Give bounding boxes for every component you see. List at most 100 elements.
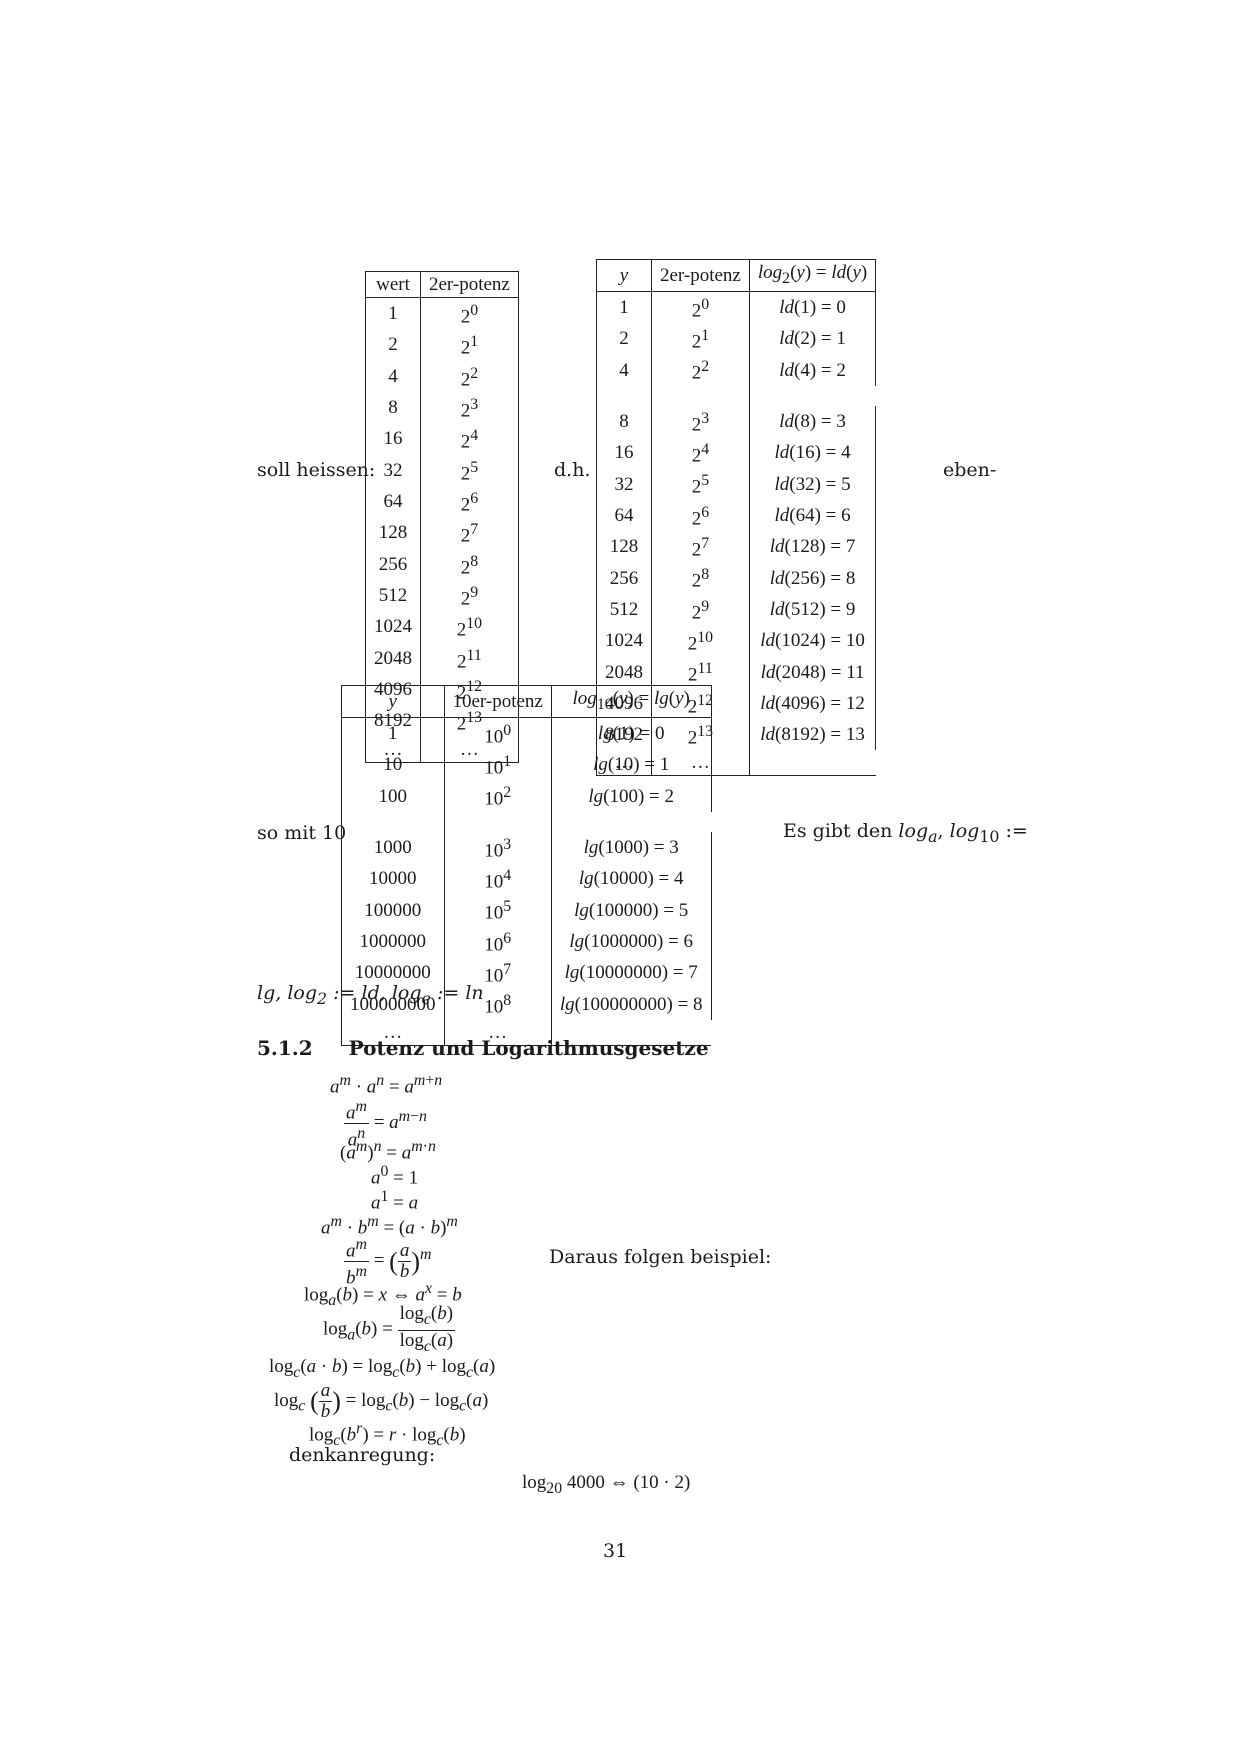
eq-power: (am)n = am·n bbox=[340, 1138, 436, 1164]
cell-power: 102 bbox=[444, 780, 552, 812]
eq-final: log20 4000 ⇔ (10 · 2) bbox=[522, 1472, 691, 1497]
section-number: 5.1.2 bbox=[257, 1036, 313, 1060]
cell-power: 101 bbox=[444, 749, 552, 781]
label-denkanregung: denkanregung: bbox=[289, 1444, 436, 1466]
cell-value: 32 bbox=[365, 454, 421, 486]
cell-lg: lg(10000) = 4 bbox=[550, 863, 712, 895]
cell-lg bbox=[550, 1019, 712, 1046]
cell-value: 4 bbox=[365, 360, 421, 392]
cell-power: 22 bbox=[420, 360, 519, 392]
cell-power: 211 bbox=[651, 656, 750, 688]
page-number: 31 bbox=[603, 1540, 628, 1562]
cell-ld: ld(1) = 0 bbox=[749, 291, 877, 324]
cell-value: 256 bbox=[365, 548, 421, 580]
eq-product: am · an = am+n bbox=[330, 1072, 443, 1098]
cell-power: 20 bbox=[420, 297, 519, 330]
cell-ld: ld(2) = 1 bbox=[749, 323, 877, 355]
cell-value: 1 bbox=[365, 297, 421, 330]
cell-ld: ld(4) = 2 bbox=[749, 354, 877, 386]
col-header-2er-potenz: 2er-potenz bbox=[420, 271, 519, 298]
cell-power: 22 bbox=[651, 354, 750, 386]
cell-power: 26 bbox=[420, 485, 519, 518]
cell-y: 2 bbox=[596, 323, 652, 355]
cell-power: 104 bbox=[444, 863, 552, 895]
cell-y: 4 bbox=[596, 354, 652, 386]
cell-ld: ld(8192) = 13 bbox=[748, 719, 877, 751]
eq-product-base: am · bm = (a · b)m bbox=[321, 1213, 458, 1239]
cell-ld: ld(8) = 3 bbox=[748, 405, 877, 438]
cell-y: 1024 bbox=[596, 625, 652, 657]
cell-y: 100 bbox=[341, 780, 445, 812]
cell-value: 8 bbox=[365, 391, 421, 424]
label-daraus: Daraus folgen beispiel: bbox=[549, 1246, 772, 1268]
cell-lg: lg(10) = 1 bbox=[551, 749, 712, 781]
col-header-ld: log2(y) = ld(y) bbox=[749, 259, 877, 292]
cell-power: 27 bbox=[420, 517, 519, 549]
eq-log-power: logc(br) = r · logc(b) bbox=[309, 1420, 466, 1450]
cell-power: … bbox=[444, 1019, 552, 1046]
cell-ld: ld(2048) = 11 bbox=[748, 656, 877, 688]
cell-y: 128 bbox=[596, 531, 652, 563]
cell-y: 8 bbox=[596, 405, 652, 438]
cell-y: 1 bbox=[341, 717, 445, 750]
cell-power: 27 bbox=[651, 531, 750, 563]
cell-ld bbox=[748, 750, 876, 777]
cell-lg: lg(1000) = 3 bbox=[550, 831, 712, 864]
cell-power: 105 bbox=[444, 894, 552, 926]
cell-ld: ld(4096) = 12 bbox=[748, 687, 877, 720]
cell-power: 210 bbox=[651, 625, 750, 657]
col-header-wert: wert bbox=[365, 271, 421, 298]
col-header-10er-potenz: 10er-potenz bbox=[444, 685, 552, 718]
eq-one: a1 = a bbox=[371, 1188, 419, 1214]
section-title: Potenz und Logarithmusgesetze bbox=[348, 1036, 709, 1060]
cell-y: 1000 bbox=[341, 831, 445, 864]
col-header-2er-potenz: 2er-potenz bbox=[651, 259, 750, 292]
cell-y: 16 bbox=[596, 437, 652, 469]
col-header-y: y bbox=[341, 685, 445, 718]
cell-power: 106 bbox=[444, 925, 552, 958]
cell-power: 21 bbox=[651, 323, 750, 355]
col-header-lg: log10(y) = lg(y) bbox=[551, 685, 712, 718]
cell-y: 1000000 bbox=[341, 925, 445, 958]
cell-value: 2 bbox=[365, 329, 421, 361]
cell-power: 23 bbox=[420, 391, 519, 424]
cell-y: 32 bbox=[596, 468, 652, 500]
cell-power: 28 bbox=[651, 562, 750, 594]
cell-y: … bbox=[341, 1019, 445, 1046]
cell-power: 100 bbox=[444, 717, 552, 750]
label-dh: d.h. bbox=[554, 459, 591, 481]
cell-ld: ld(16) = 4 bbox=[748, 437, 877, 469]
eq-log-def: loga(b) = x ⇔ ax = b bbox=[304, 1280, 462, 1310]
cell-power: 26 bbox=[651, 499, 750, 532]
cell-y: 1 bbox=[596, 291, 652, 324]
cell-value: 1024 bbox=[365, 611, 421, 643]
cell-ld: ld(32) = 5 bbox=[748, 468, 877, 500]
cell-value: 16 bbox=[365, 423, 421, 455]
cell-power: 25 bbox=[651, 468, 750, 500]
cell-power: 20 bbox=[651, 291, 750, 324]
cell-y: 64 bbox=[596, 499, 652, 532]
eq-zero: a0 = 1 bbox=[371, 1163, 419, 1189]
cell-power: 28 bbox=[420, 548, 519, 580]
